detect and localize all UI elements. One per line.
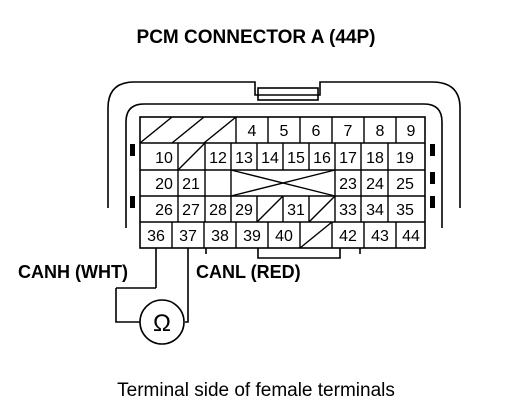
right-clip-mid bbox=[430, 172, 435, 184]
terminal-28: 28 bbox=[209, 202, 227, 219]
terminal-27: 27 bbox=[182, 202, 200, 219]
connector-latch bbox=[257, 87, 319, 101]
terminal-35: 35 bbox=[396, 202, 414, 219]
terminal-31: 31 bbox=[287, 202, 305, 219]
terminal-12: 12 bbox=[209, 150, 227, 167]
canh-lead bbox=[115, 288, 140, 323]
terminal-25: 25 bbox=[396, 176, 414, 193]
terminal-16: 16 bbox=[313, 150, 331, 167]
diagram-caption: Terminal side of female terminals bbox=[117, 380, 395, 401]
terminal-24: 24 bbox=[366, 176, 384, 193]
terminal-39: 39 bbox=[243, 228, 261, 245]
terminal-17: 17 bbox=[339, 150, 357, 167]
terminal-44: 44 bbox=[402, 228, 420, 245]
terminal-42: 42 bbox=[339, 228, 357, 245]
terminal-21: 21 bbox=[182, 176, 200, 193]
terminal-19: 19 bbox=[396, 150, 414, 167]
terminal-6: 6 bbox=[312, 123, 321, 140]
terminal-4: 4 bbox=[248, 123, 257, 140]
canh-wire-label: CANH (WHT) bbox=[18, 262, 128, 282]
terminal-8: 8 bbox=[376, 123, 385, 140]
terminal-14: 14 bbox=[261, 150, 279, 167]
left-clip-bottom bbox=[130, 196, 135, 208]
terminal-26: 26 bbox=[155, 202, 173, 219]
terminal-15: 15 bbox=[287, 150, 305, 167]
ohmmeter-symbol bbox=[139, 299, 185, 345]
terminal-block-frame bbox=[139, 116, 426, 249]
terminal-13: 13 bbox=[235, 150, 253, 167]
left-clip-top bbox=[130, 144, 135, 156]
connector-bottom-key bbox=[257, 248, 341, 259]
terminal-23: 23 bbox=[339, 176, 357, 193]
right-clip-bottom bbox=[430, 196, 435, 208]
terminal-7: 7 bbox=[344, 123, 353, 140]
connector-housing-inner bbox=[125, 103, 443, 228]
terminal-5: 5 bbox=[280, 123, 289, 140]
canl-lead bbox=[185, 258, 189, 323]
terminal-38: 38 bbox=[211, 228, 229, 245]
terminal-36: 36 bbox=[147, 228, 165, 245]
right-clip-top bbox=[430, 144, 435, 156]
terminal-40: 40 bbox=[275, 228, 293, 245]
canl-wire-label: CANL (RED) bbox=[196, 262, 301, 282]
ohm-icon: Ω bbox=[153, 310, 171, 337]
diagram-title: PCM CONNECTOR A (44P) bbox=[136, 27, 376, 48]
terminal-20: 20 bbox=[155, 176, 173, 193]
terminal-43: 43 bbox=[371, 228, 389, 245]
empty-cavity-marks bbox=[139, 116, 336, 249]
terminal-33: 33 bbox=[339, 202, 357, 219]
terminal-10: 10 bbox=[155, 150, 173, 167]
terminal-37: 37 bbox=[179, 228, 197, 245]
terminal-29: 29 bbox=[235, 202, 253, 219]
terminal-34: 34 bbox=[366, 202, 384, 219]
terminal-9: 9 bbox=[407, 123, 416, 140]
terminal-18: 18 bbox=[366, 150, 384, 167]
connector-housing-outer bbox=[107, 81, 461, 208]
